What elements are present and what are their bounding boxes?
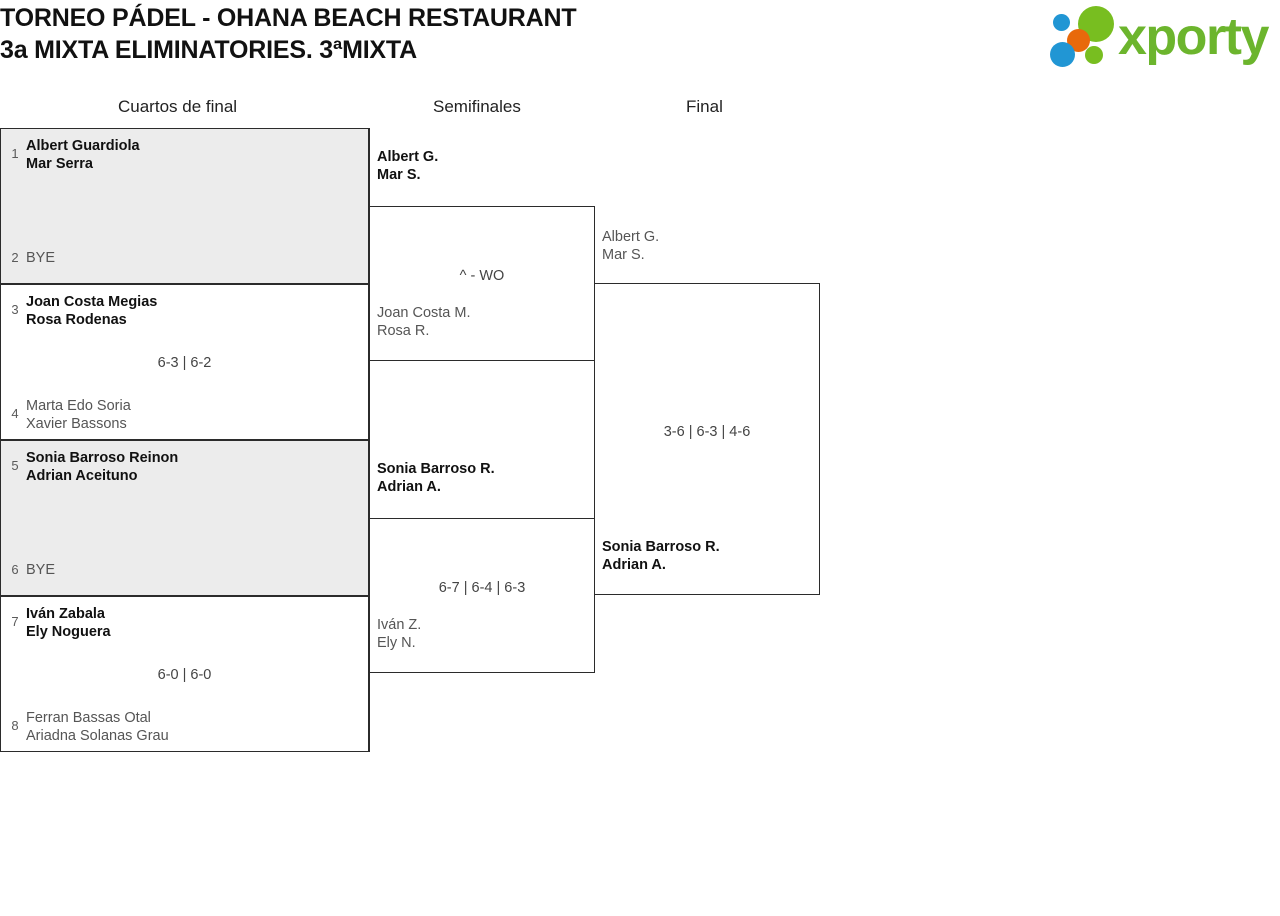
connector-line-sf-2-bottom (369, 673, 370, 752)
logo-dot-green-small (1085, 46, 1103, 64)
xporty-logo[interactable]: xporty (1050, 4, 1278, 70)
team-name-line: BYE (26, 562, 56, 578)
tournament-title-line-2: 3a MIXTA ELIMINATORIES. 3ªMIXTA (0, 36, 417, 64)
team-name-line: BYE (26, 250, 56, 266)
team-name-line: Adrian Aceituno (26, 468, 138, 484)
logo-wordmark: xporty (1118, 8, 1269, 66)
connector-line-sf-1-top (369, 128, 370, 206)
team-name-line: Albert Guardiola (26, 138, 140, 154)
match-score: ^ - WO (459, 268, 505, 284)
final-team-name: Adrian A. (602, 557, 666, 573)
advancing-team-name: Iván Z. (377, 617, 422, 633)
final-team-name: Sonia Barroso R. (602, 539, 720, 555)
advancing-team-name: Adrian A. (377, 479, 441, 495)
logo-dots-icon (1050, 6, 1116, 68)
round-header-semifinals: Semifinales (433, 97, 521, 116)
round-header-quarterfinals: Cuartos de final (118, 97, 238, 116)
seed-number: 6 (11, 562, 19, 577)
match-block-sf-2[interactable]: 6-7 | 6-4 | 6-3 (369, 518, 595, 673)
connector-line-sf-1-bottom (369, 361, 370, 518)
seed-number: 5 (11, 458, 19, 473)
seed-number: 7 (11, 614, 19, 629)
seed-number: 3 (11, 302, 19, 317)
team-name-line: Marta Edo Soria (26, 398, 131, 414)
advancing-team-name: Mar S. (377, 167, 421, 183)
match-block-qf-2[interactable]: 3 Joan Costa Megias Rosa Rodenas 6-3 | 6… (0, 284, 369, 440)
seed-number: 4 (11, 406, 19, 421)
match-block-qf-3[interactable]: 5 Sonia Barroso Reinon Adrian Aceituno 6… (0, 440, 369, 596)
match-block-qf-4[interactable]: 7 Iván Zabala Ely Noguera 6-0 | 6-0 8 Fe… (0, 596, 369, 752)
match-block-final[interactable]: 3-6 | 6-3 | 4-6 (594, 283, 820, 595)
seed-number: 1 (11, 146, 19, 161)
team-name-line: Mar Serra (26, 156, 93, 172)
tournament-title-block: TORNEO PÁDEL - OHANA BEACH RESTAURANT 3a… (0, 2, 900, 66)
tournament-bracket: 1 Albert Guardiola Mar Serra 2 BYE 3 Joa… (0, 128, 1280, 768)
team-name-line: Ferran Bassas Otal (26, 710, 151, 726)
match-block-qf-1[interactable]: 1 Albert Guardiola Mar Serra 2 BYE (0, 128, 369, 284)
logo-dot-orange (1067, 29, 1090, 52)
team-name-line: Joan Costa Megias (26, 294, 158, 310)
match-score: 3-6 | 6-3 | 4-6 (663, 424, 751, 440)
match-score: 6-7 | 6-4 | 6-3 (438, 580, 526, 596)
final-team-name: Albert G. (602, 229, 660, 245)
team-name-line: Iván Zabala (26, 606, 105, 622)
advancing-team-name: Rosa R. (377, 323, 430, 339)
team-name-line: Ariadna Solanas Grau (26, 728, 169, 744)
advancing-team-name: Ely N. (377, 635, 416, 651)
page-header: TORNEO PÁDEL - OHANA BEACH RESTAURANT 3a… (0, 0, 1280, 78)
tournament-title-line-1: TORNEO PÁDEL - OHANA BEACH RESTAURANT (0, 4, 577, 32)
final-team-name: Mar S. (602, 247, 645, 263)
seed-number: 2 (11, 250, 19, 265)
team-name-line: Sonia Barroso Reinon (26, 450, 179, 466)
logo-dot-blue-top (1053, 14, 1070, 31)
match-score: 6-0 | 6-0 (157, 667, 212, 683)
advancing-team-name: Sonia Barroso R. (377, 461, 495, 477)
seed-number: 8 (11, 718, 19, 733)
match-score: 6-3 | 6-2 (157, 355, 212, 371)
advancing-team-name: Albert G. (377, 149, 439, 165)
logo-dot-blue-bottom (1050, 42, 1075, 67)
team-name-line: Xavier Bassons (26, 416, 127, 432)
advancing-team-name: Joan Costa M. (377, 305, 471, 321)
round-header-final: Final (686, 97, 723, 116)
team-name-line: Rosa Rodenas (26, 312, 127, 328)
team-name-line: Ely Noguera (26, 624, 111, 640)
